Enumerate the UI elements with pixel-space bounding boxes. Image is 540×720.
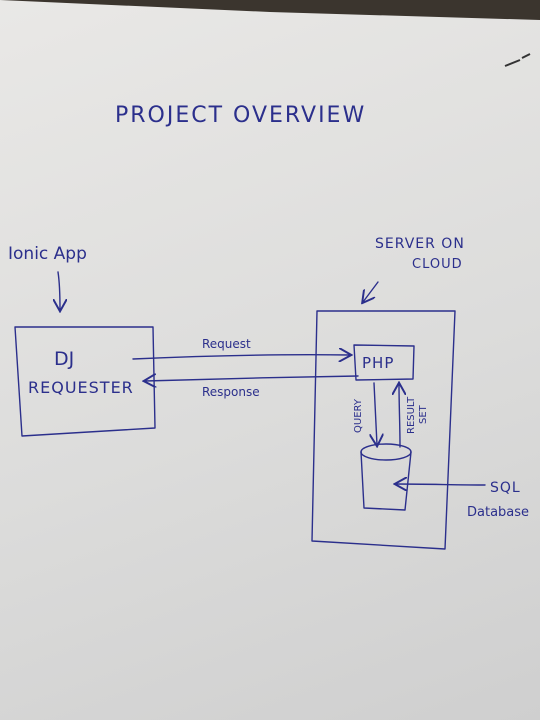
- php-label: PHP: [362, 354, 394, 372]
- result-label-line1: RESULT: [406, 396, 417, 434]
- sql-label-line1: SQL: [490, 480, 521, 496]
- query-arrow: [374, 382, 377, 445]
- dj-requester-box: [14, 326, 156, 437]
- result-set-arrow: [399, 384, 400, 448]
- table-edge: [0, 0, 540, 20]
- dj-box-line2: REQUESTER: [28, 378, 134, 397]
- diagram-title: PROJECT OVERVIEW: [115, 103, 366, 128]
- server-box: [311, 310, 456, 550]
- query-label: QUERY: [353, 398, 364, 433]
- sql-pointer-arrow: [396, 484, 486, 485]
- request-label: Request: [202, 337, 251, 351]
- dj-box-line1: DJ: [54, 348, 74, 370]
- pen-mark: [504, 53, 531, 67]
- request-arrow: [132, 355, 350, 359]
- database-cylinder: [360, 443, 412, 511]
- sql-label-line2: Database: [467, 505, 529, 520]
- server-label-line2: CLOUD: [412, 257, 463, 272]
- ionic-down-arrow: [58, 271, 60, 310]
- server-pointer-arrow: [363, 281, 379, 302]
- ionic-app-label: Ionic App: [8, 244, 87, 264]
- php-box: [353, 344, 415, 381]
- response-label: Response: [202, 385, 260, 399]
- response-arrow: [145, 376, 359, 381]
- result-label-line2: SET: [418, 404, 429, 424]
- server-label-line1: SERVER ON: [375, 236, 465, 252]
